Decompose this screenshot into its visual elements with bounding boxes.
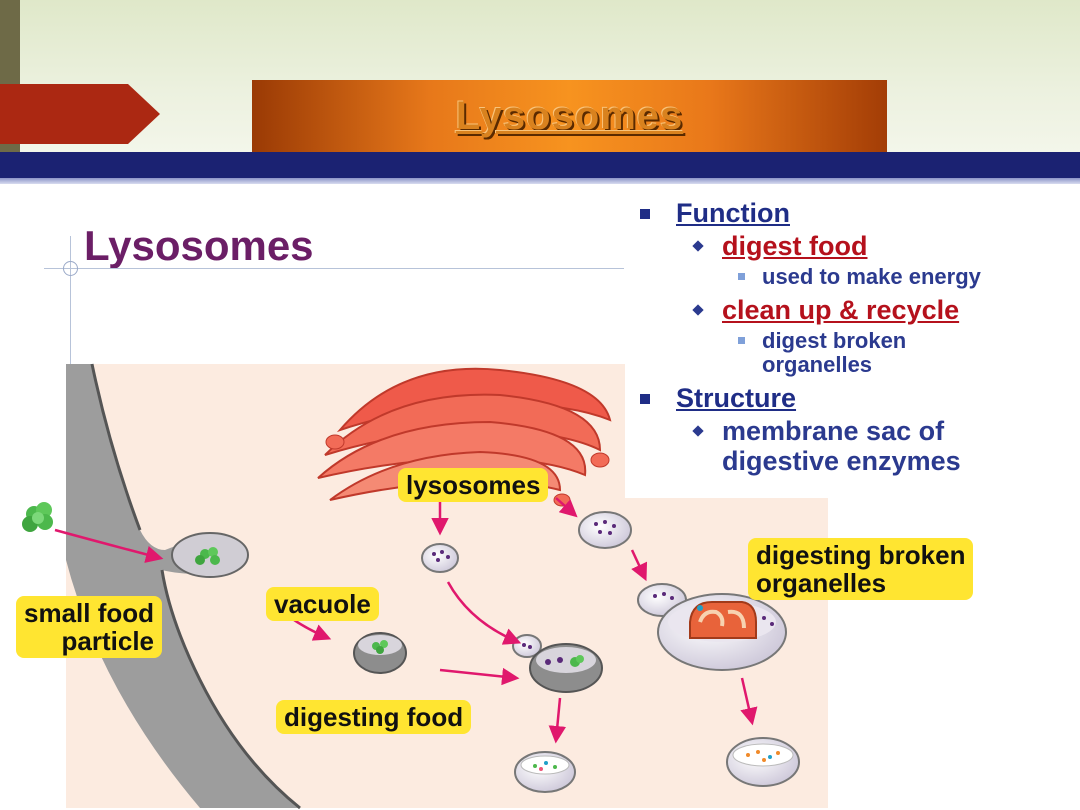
diamond-bullet-icon [692, 240, 704, 252]
label-vacuole: vacuole [266, 587, 379, 621]
bullet-digest-food: digest food [634, 231, 1074, 261]
digest-food-text: digest food [722, 231, 868, 261]
guide-circle [63, 261, 78, 276]
lysosome-small [421, 543, 459, 573]
vacuole [353, 632, 407, 674]
navy-divider [0, 152, 1080, 178]
guide-line-horizontal [44, 268, 624, 269]
digested-organelle-vesicle [726, 737, 800, 787]
bullet-used-energy: used to make energy [634, 265, 1074, 289]
slide-heading: Lysosomes [84, 222, 314, 269]
label-digesting-broken-line1: digesting broken [756, 540, 966, 570]
function-heading: Function [676, 198, 790, 228]
label-digesting-broken-line2: organelles [756, 568, 887, 598]
digested-vesicle [514, 751, 576, 793]
clean-up-text: clean up & recycle [722, 295, 960, 325]
diamond-bullet-icon [692, 304, 704, 316]
title-banner: Lysosomes [252, 80, 887, 152]
used-energy-text: used to make energy [762, 264, 981, 289]
bullet-clean-up: clean up & recycle [634, 295, 1074, 325]
membrane-line2: digestive enzymes [722, 446, 961, 476]
bullet-function: Function [634, 198, 1074, 229]
digest-broken-line2: organelles [762, 352, 873, 377]
label-small-food-particle: small food particle [16, 596, 163, 658]
lysosome-upper-right [578, 511, 632, 549]
lysosome-diagram [22, 363, 828, 810]
bullet-list: Function digest food used to make energy… [634, 198, 1074, 480]
label-digesting-food: digesting food [276, 700, 472, 734]
diamond-bullet-icon [692, 425, 704, 437]
guide-line-vertical [70, 236, 71, 386]
bullet-membrane: membrane sac of digestive enzymes [634, 416, 1074, 476]
banner-title: Lysosomes [455, 93, 684, 138]
label-digesting-broken-organelles: digesting broken organelles [748, 538, 974, 600]
navy-divider-shadow [0, 178, 1080, 184]
small-square-bullet-icon [738, 273, 745, 280]
bullet-structure: Structure [634, 383, 1074, 414]
square-bullet-icon [640, 209, 650, 219]
organelle-digestion [637, 583, 787, 671]
square-bullet-icon [640, 394, 650, 404]
digest-broken-line1: digest broken [762, 328, 907, 353]
cell-membrane [66, 364, 300, 808]
bullet-digest-broken: digest broken organelles [634, 329, 1074, 377]
membrane-line1: membrane sac of [722, 416, 945, 446]
small-square-bullet-icon [738, 337, 745, 344]
red-arrow-shape [0, 84, 160, 144]
food-particle [22, 502, 53, 532]
label-lysosomes: lysosomes [398, 468, 549, 502]
structure-heading: Structure [676, 383, 797, 413]
label-small-food-line2: particle [61, 626, 155, 656]
cytoplasm [66, 364, 828, 808]
label-small-food-line1: small food [24, 598, 155, 628]
